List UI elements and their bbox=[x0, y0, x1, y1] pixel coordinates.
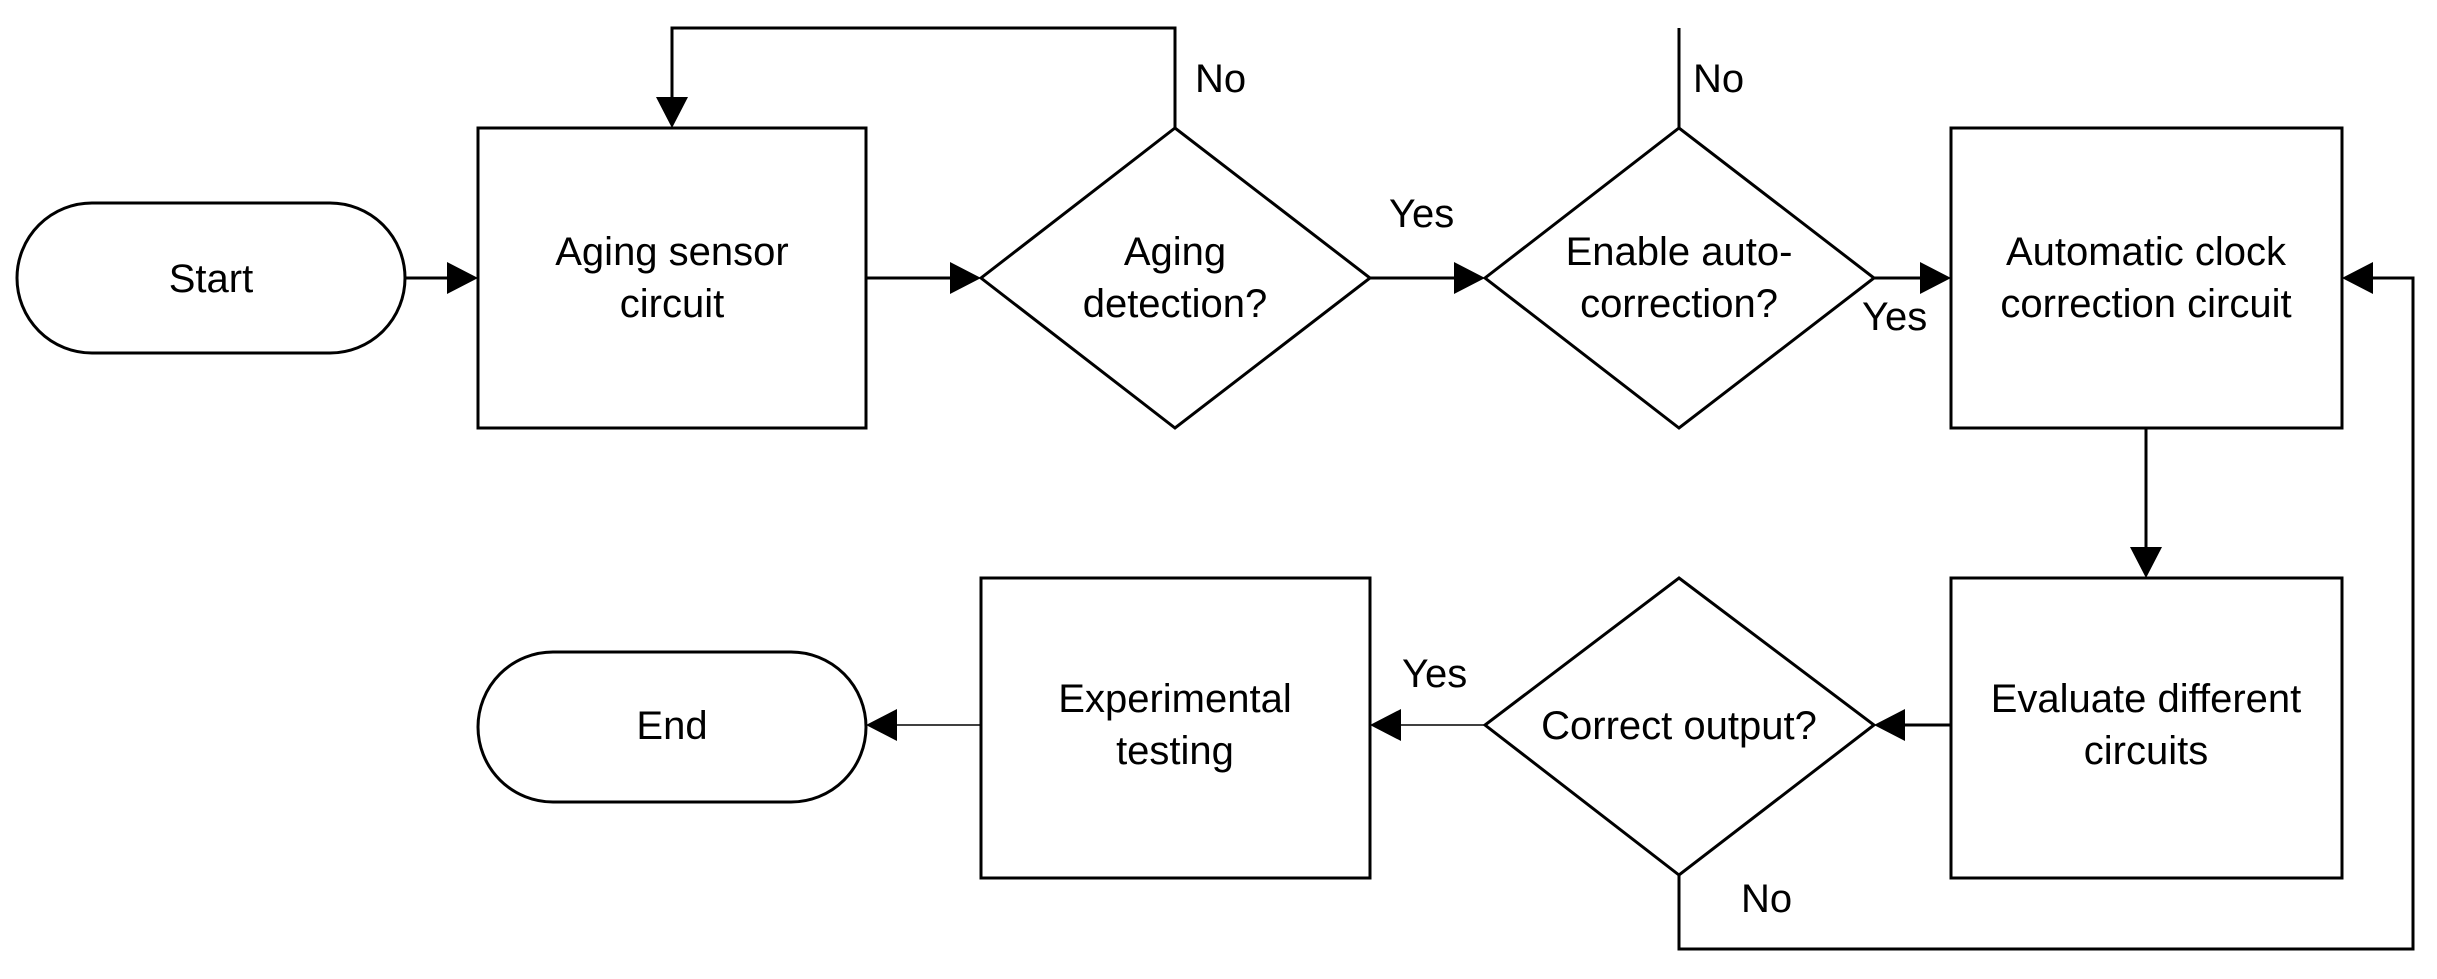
node-end: End bbox=[476, 650, 868, 804]
aging-sensor-label-line1: Aging sensor bbox=[555, 230, 788, 274]
arrowhead bbox=[656, 97, 688, 128]
end-terminator bbox=[476, 650, 868, 804]
evaluate-circuits-label-line1: Evaluate different bbox=[1991, 677, 2302, 721]
node-correct-output: Correct output? bbox=[1482, 576, 1877, 877]
evaluate-circuits-label-line2: circuits bbox=[2084, 729, 2208, 773]
label-autocorrection-yes: Yes bbox=[1862, 295, 1927, 339]
enable-autocorrection-label-line2: correction? bbox=[1580, 282, 1778, 326]
aging-detection-label-line2: detection? bbox=[1083, 282, 1268, 326]
arrowhead bbox=[1920, 262, 1951, 294]
arrowhead bbox=[1874, 709, 1905, 741]
evaluate-circuits-box bbox=[1949, 576, 2344, 880]
label-aging-yes: Yes bbox=[1389, 192, 1454, 236]
experimental-testing-box bbox=[979, 576, 1372, 880]
edge-no-feedback bbox=[670, 26, 1177, 128]
node-aging-sensor: Aging sensor circuit bbox=[476, 126, 868, 430]
correct-output-label: Correct output? bbox=[1541, 704, 1817, 748]
experimental-testing-label-line2: testing bbox=[1116, 729, 1234, 773]
node-evaluate-circuits: Evaluate different circuits bbox=[1949, 576, 2344, 880]
automatic-clock-label-line1: Automatic clock bbox=[2006, 230, 2287, 274]
enable-autocorrection-label-line1: Enable auto- bbox=[1566, 230, 1793, 274]
arrowhead bbox=[1370, 709, 1401, 741]
arrowhead bbox=[1454, 262, 1485, 294]
node-aging-detection: Aging detection? bbox=[978, 126, 1373, 430]
node-experimental-testing: Experimental testing bbox=[979, 576, 1372, 880]
arrowhead bbox=[2342, 262, 2373, 294]
node-enable-autocorrection: Enable auto- correction? bbox=[1482, 126, 1877, 430]
automatic-clock-label-line2: correction circuit bbox=[2000, 282, 2291, 326]
arrowhead bbox=[447, 262, 478, 294]
arrowhead bbox=[950, 262, 981, 294]
aging-detection-diamond bbox=[978, 126, 1373, 430]
label-autocorrection-no: No bbox=[1693, 57, 1744, 101]
aging-sensor-label-line2: circuit bbox=[620, 282, 724, 326]
start-terminator bbox=[15, 201, 407, 355]
arrowhead bbox=[2130, 547, 2162, 578]
label-output-no: No bbox=[1741, 877, 1792, 921]
edge-output-no bbox=[1677, 276, 2415, 951]
node-automatic-clock: Automatic clock correction circuit bbox=[1949, 126, 2344, 430]
connectors bbox=[405, 26, 2415, 951]
edge-labels: No No Yes Yes Yes No bbox=[1195, 57, 1927, 921]
node-start: Start bbox=[15, 201, 407, 355]
enable-autocorrection-diamond bbox=[1482, 126, 1877, 430]
aging-detection-label-line1: Aging bbox=[1124, 230, 1226, 274]
arrowhead bbox=[866, 709, 897, 741]
aging-sensor-box bbox=[476, 126, 868, 430]
label-output-yes: Yes bbox=[1402, 652, 1467, 696]
automatic-clock-box bbox=[1949, 126, 2344, 430]
start-label: Start bbox=[169, 257, 253, 301]
label-aging-no: No bbox=[1195, 57, 1246, 101]
correct-output-diamond bbox=[1482, 576, 1877, 877]
experimental-testing-label-line1: Experimental bbox=[1058, 677, 1291, 721]
end-label: End bbox=[636, 704, 707, 748]
